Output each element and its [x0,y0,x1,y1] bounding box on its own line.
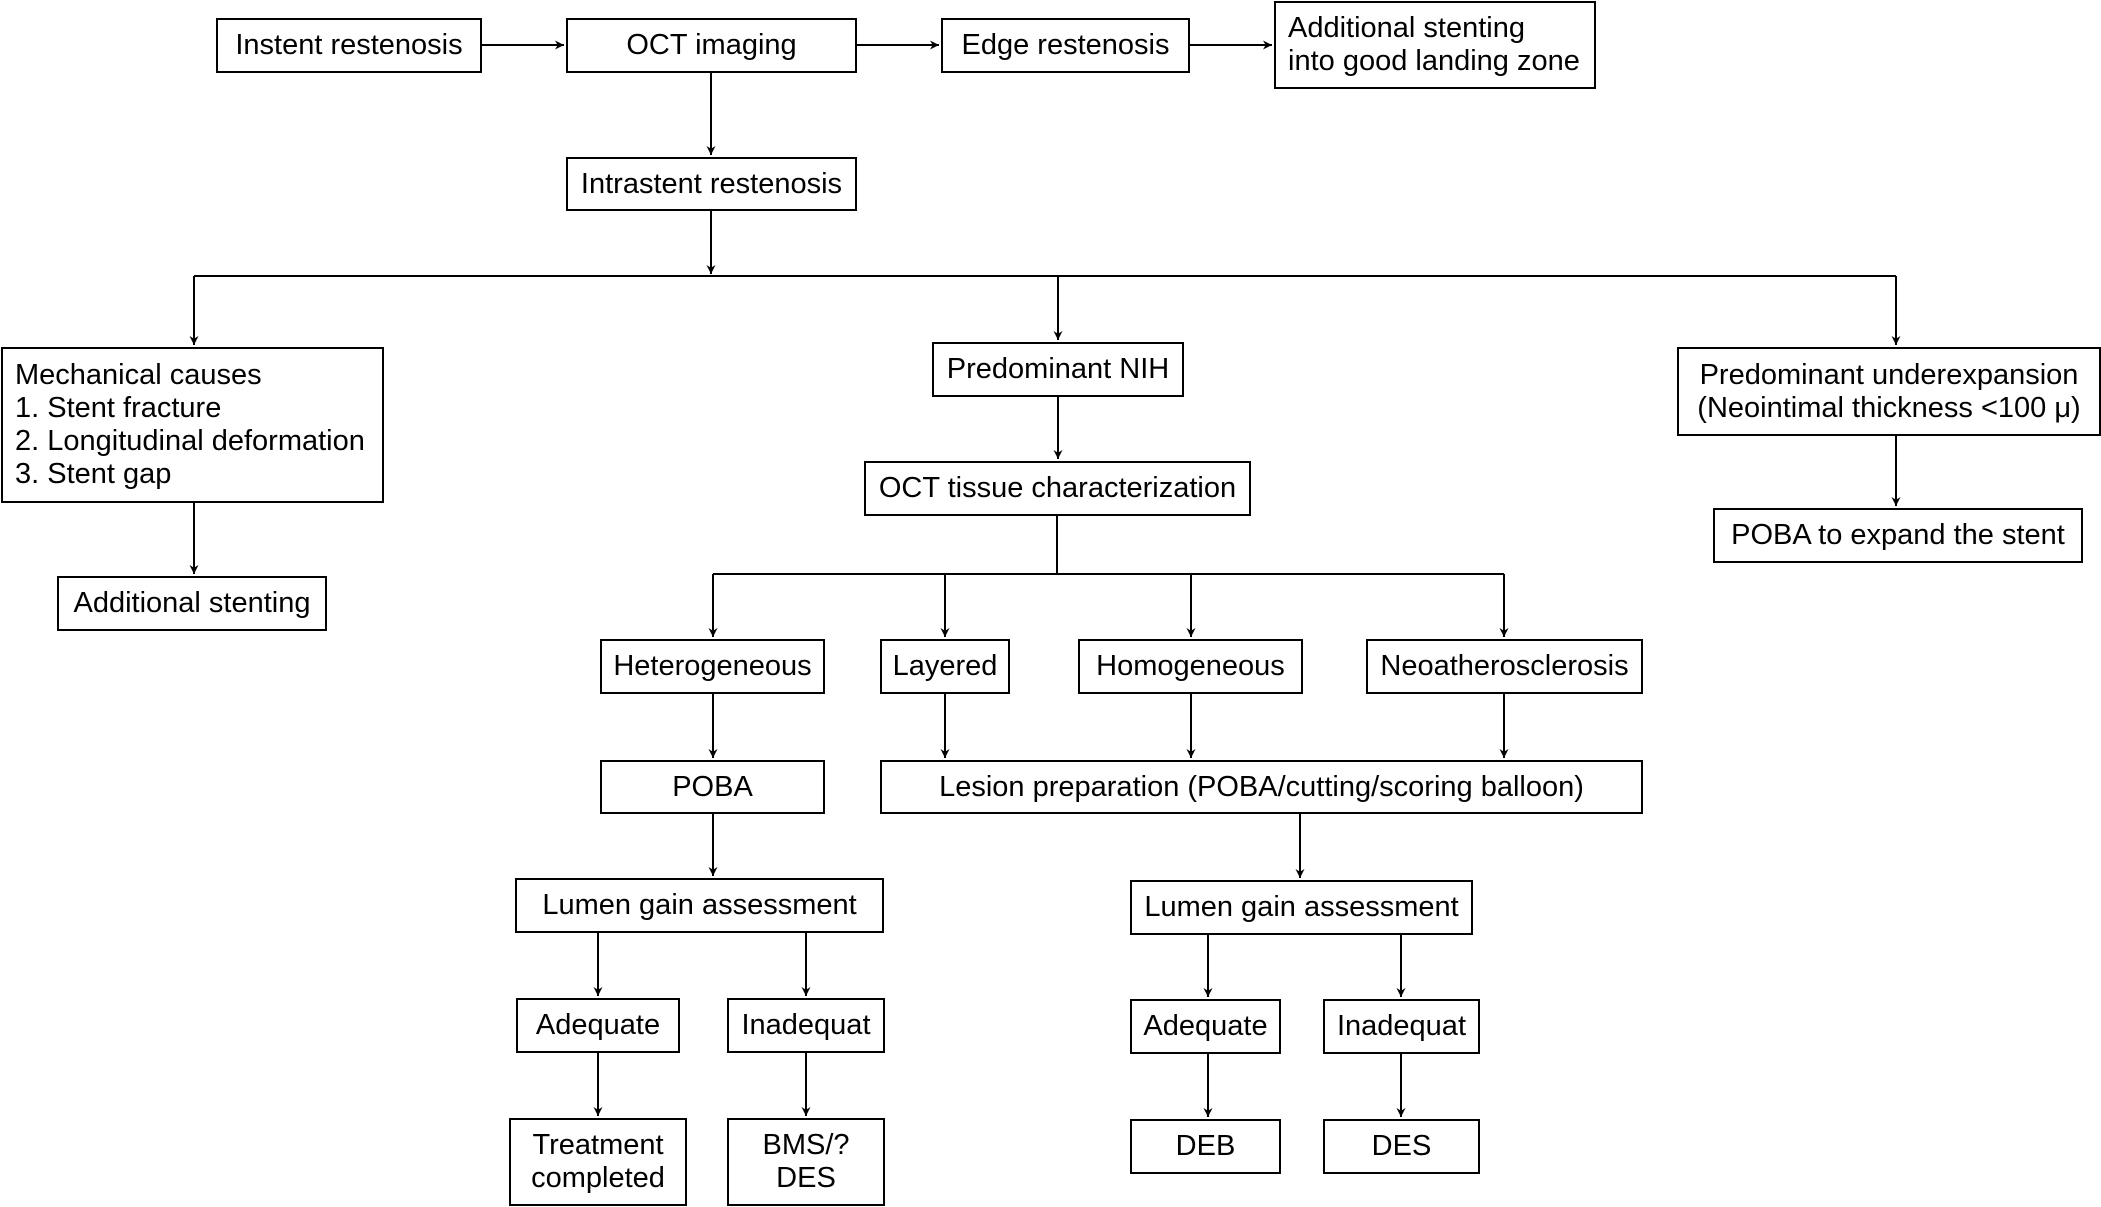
node-mechanical-causes: Mechanical causes 1. Stent fracture 2. L… [1,347,384,503]
node-intrastent-restenosis: Intrastent restenosis [566,157,857,211]
node-deb: DEB [1130,1119,1281,1174]
node-neoatherosclerosis: Neoatherosclerosis [1366,639,1643,694]
node-additional-stenting: Additional stenting [57,576,327,631]
node-oct-imaging: OCT imaging [566,18,857,73]
node-heterogeneous: Heterogeneous [600,639,825,694]
node-bms-des: BMS/? DES [727,1118,885,1206]
node-poba: POBA [600,760,825,814]
node-homogeneous: Homogeneous [1078,639,1303,694]
node-inadequate-1: Inadequat [727,998,885,1053]
node-oct-tissue-characterization: OCT tissue characterization [864,461,1251,516]
node-additional-stenting-landing-zone: Additional stenting into good landing zo… [1274,1,1596,89]
node-inadequate-2: Inadequat [1323,999,1480,1054]
node-predominant-nih: Predominant NIH [932,342,1184,397]
node-predominant-underexpansion: Predominant underexpansion (Neointimal t… [1677,347,2101,436]
node-layered: Layered [880,639,1010,694]
node-lumen-gain-assessment-2: Lumen gain assessment [1130,880,1473,935]
node-treatment-completed: Treatment completed [509,1118,687,1206]
node-instent-restenosis: Instent restenosis [216,18,482,73]
node-adequate-1: Adequate [516,998,680,1053]
node-edge-restenosis: Edge restenosis [941,18,1190,73]
node-adequate-2: Adequate [1130,999,1281,1054]
node-des: DES [1323,1119,1480,1174]
node-poba-expand-stent: POBA to expand the stent [1713,508,2083,563]
node-lesion-preparation: Lesion preparation (POBA/cutting/scoring… [880,760,1643,814]
node-lumen-gain-assessment-1: Lumen gain assessment [515,878,884,933]
